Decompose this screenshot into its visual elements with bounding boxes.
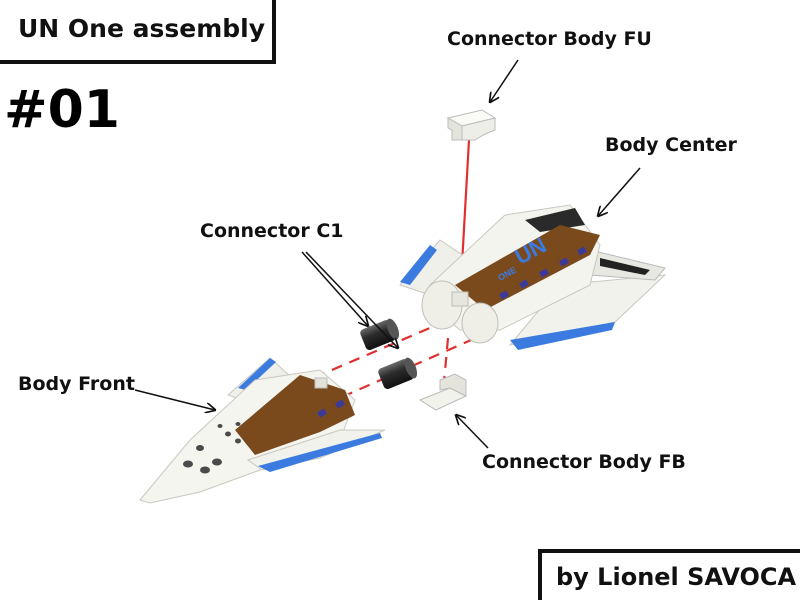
body-center-stripe [455,225,600,310]
cylinder-cap [404,357,418,379]
body-center-rear-fin [525,208,585,232]
body-center-fin-stripe [600,258,650,275]
label-body-front: Body Front [18,373,135,395]
step-number: #01 [4,80,120,140]
porthole [200,466,210,474]
body-front-slot [314,377,328,389]
cylinder-body [378,359,414,389]
window [519,279,529,289]
author-credit: by Lionel SAVOCA [556,563,797,591]
porthole [217,424,223,428]
arrow-body-front [134,389,215,410]
label-connector-body-fu: Connector Body FU [447,28,652,50]
connector-c1-part-lower [378,357,418,389]
body-front-stripe [235,375,355,455]
arrow-connector-c1-lower [305,251,398,348]
body-center-front-socket-lower [461,302,499,344]
window [577,246,587,256]
body-center-lower-wing-accent [510,322,615,350]
body-center-slot [451,291,469,307]
label-connector-c1: Connector C1 [200,220,344,242]
body-center-windows [499,246,587,300]
arrow-body-center [598,167,641,216]
title-box: UN One assembly [0,0,276,64]
connector-fu-part [446,109,497,141]
porthole [212,458,222,466]
body-front-portholes [183,422,241,474]
label-connector-body-fb: Connector Body FB [482,451,686,473]
porthole [225,431,231,437]
arrow-connector-fb [456,415,489,449]
guide-line-fb [442,337,450,383]
label-body-center: Body Center [605,134,737,156]
porthole [196,445,204,451]
window [499,290,509,300]
porthole [235,438,241,444]
connector-fu-side [461,117,496,141]
diagram-title: UN One assembly [18,14,266,43]
cylinder-cap [386,318,400,340]
porthole [183,460,193,468]
arrow-connector-c1-upper [301,251,368,326]
window [539,268,549,278]
arrow-connector-fu [490,59,519,102]
porthole [235,422,241,426]
body-front-windows [317,399,345,418]
window [559,257,569,267]
callout-arrows [134,59,641,449]
body-center-left-wing-accent [400,245,437,285]
author-box: by Lionel SAVOCA [538,549,800,600]
connector-fb-part [418,373,468,411]
window [317,408,327,418]
body-front-upper-wing-accent [238,358,276,390]
body-front-part [139,357,386,504]
body-front-lower-wing-accent [258,433,382,472]
connector-fb-wall [439,373,467,397]
body-center-part: UN ONE [399,204,667,350]
window [335,399,345,409]
